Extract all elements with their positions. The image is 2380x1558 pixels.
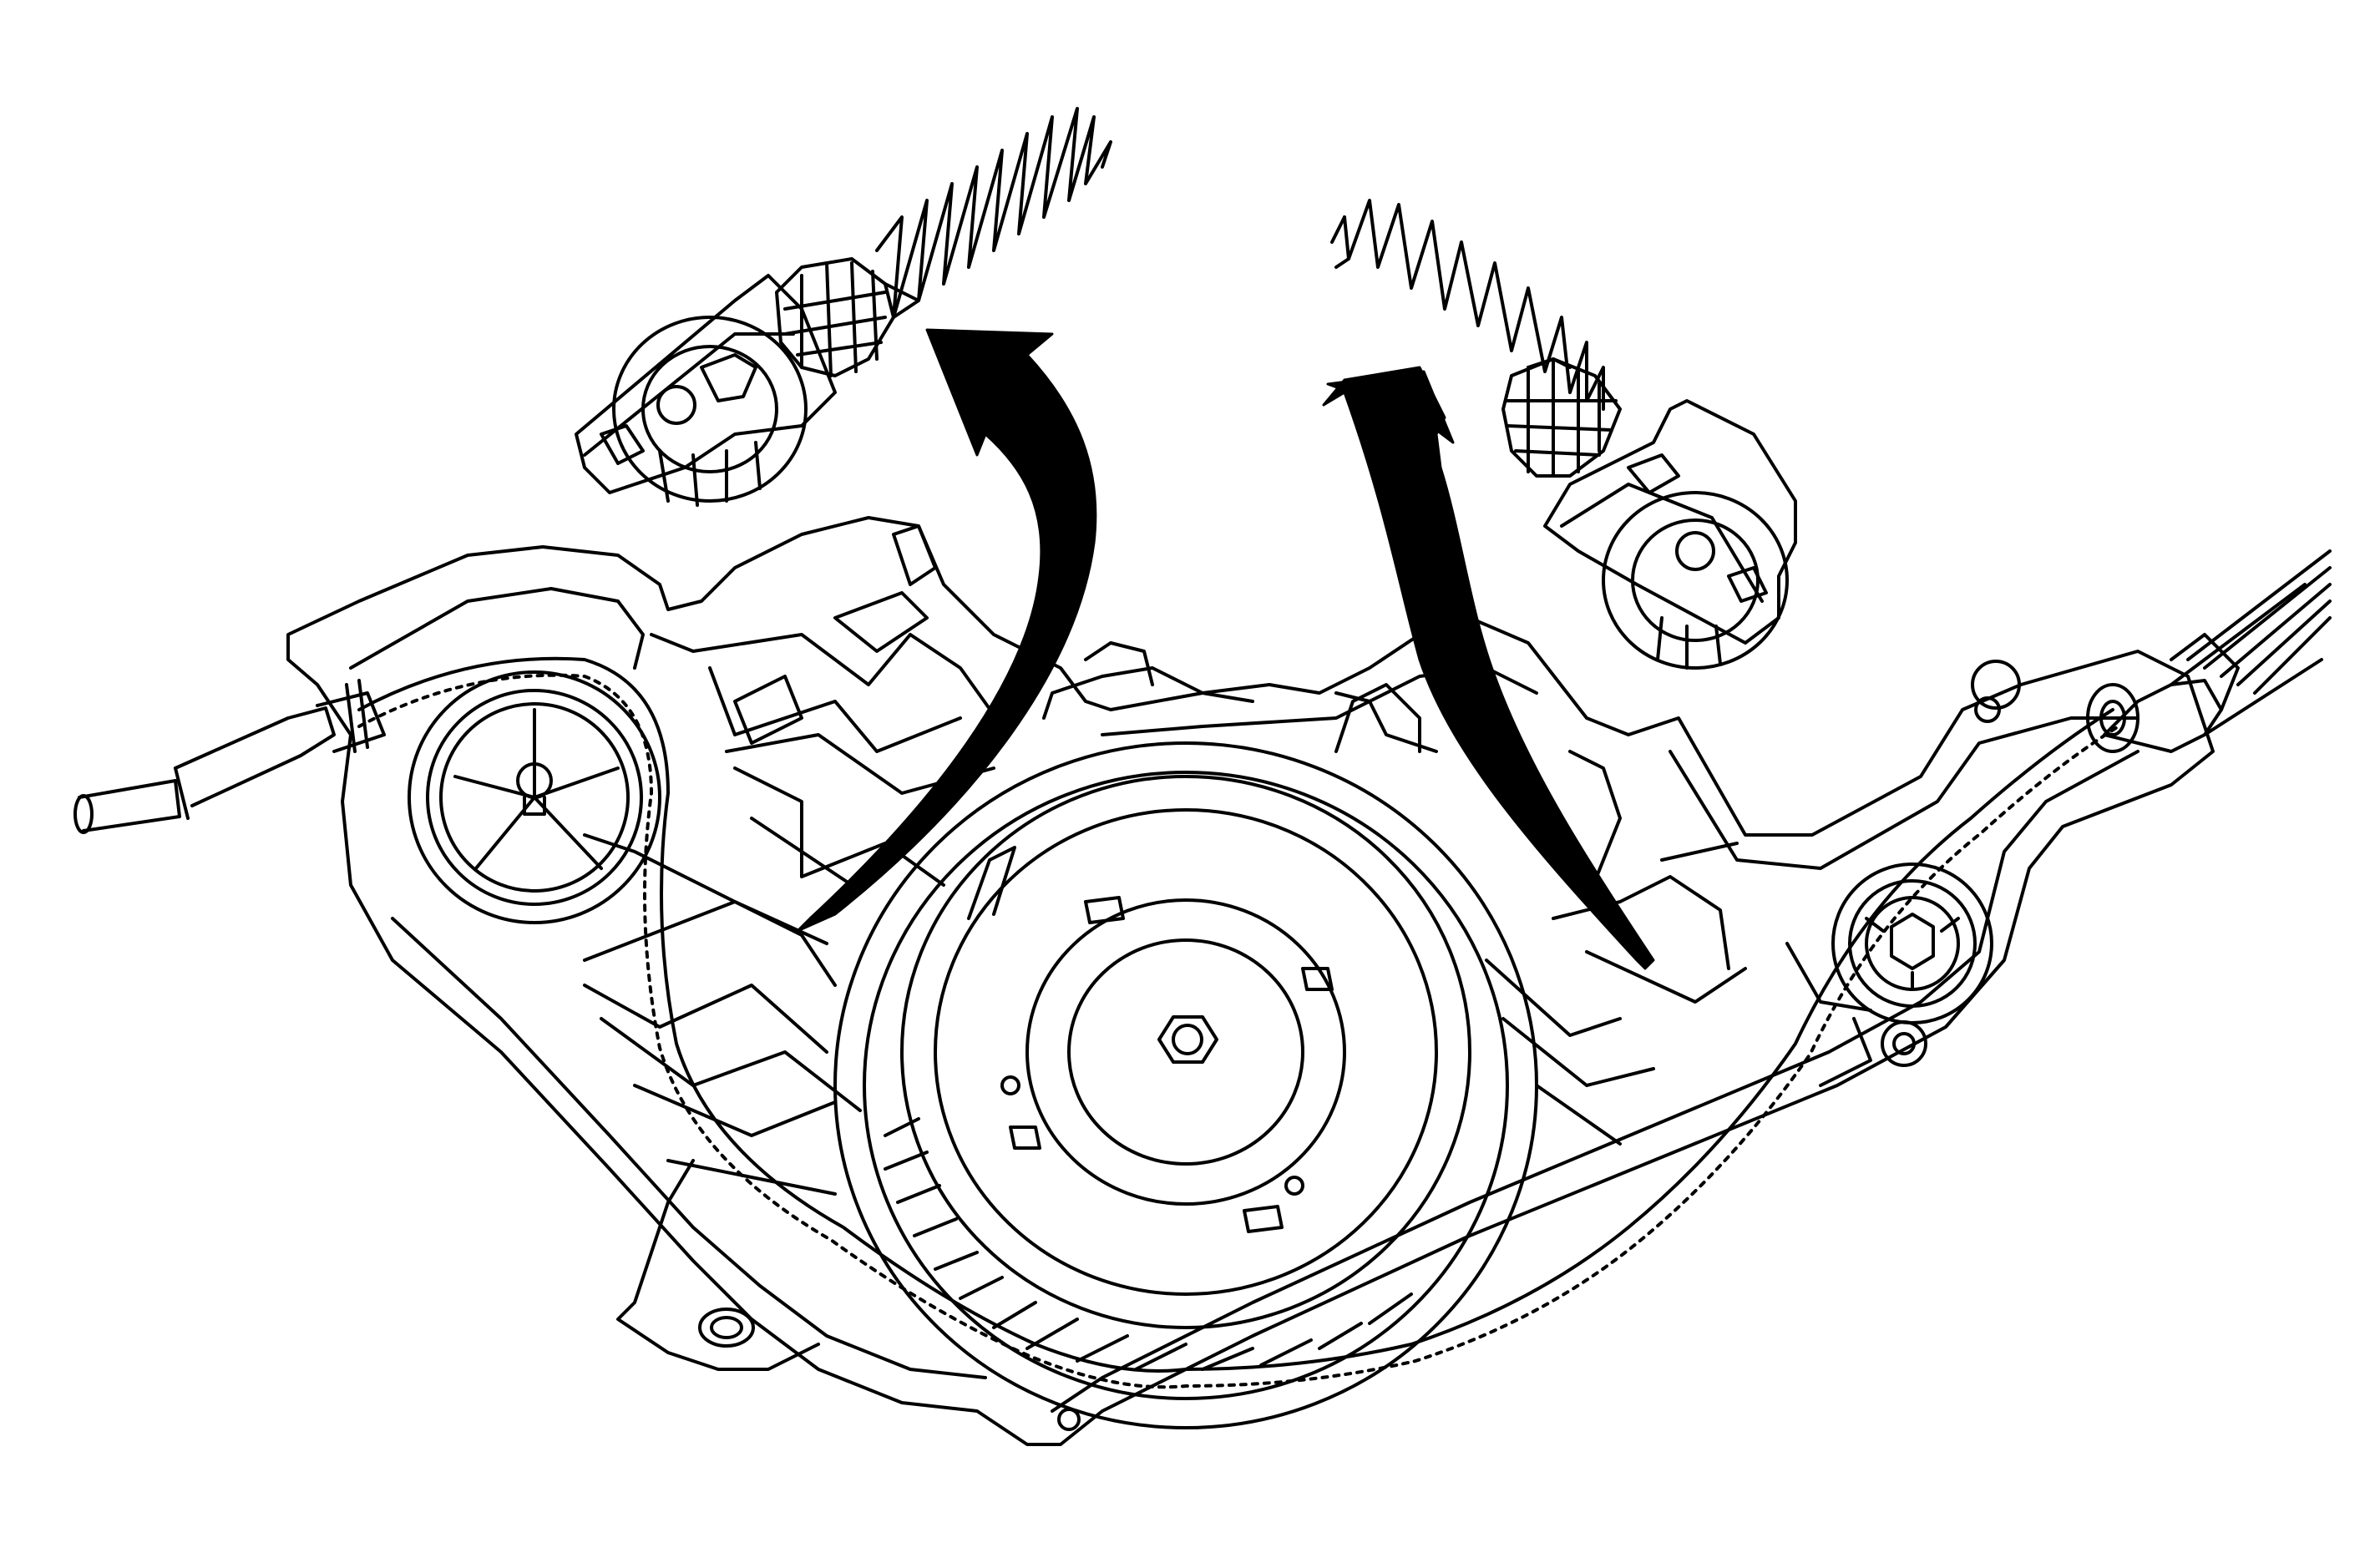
left-idler-pulley xyxy=(408,670,661,924)
right-idler-pulley xyxy=(1831,862,1993,1024)
right-tensioner-spring xyxy=(1330,199,1605,411)
center-drive-drum xyxy=(833,741,1538,1429)
right-cable-sheath xyxy=(2086,549,2332,753)
right-removal-arrow xyxy=(1322,366,1655,970)
left-tensioner-spring xyxy=(875,107,1112,319)
left-tensioner-bracket xyxy=(575,257,920,507)
right-tensioner-bracket xyxy=(1501,357,1797,670)
housing xyxy=(286,516,2215,1446)
left-removal-arrow xyxy=(796,328,1097,933)
left-cable-sheath xyxy=(73,679,386,834)
drive-cable xyxy=(357,656,2123,1389)
